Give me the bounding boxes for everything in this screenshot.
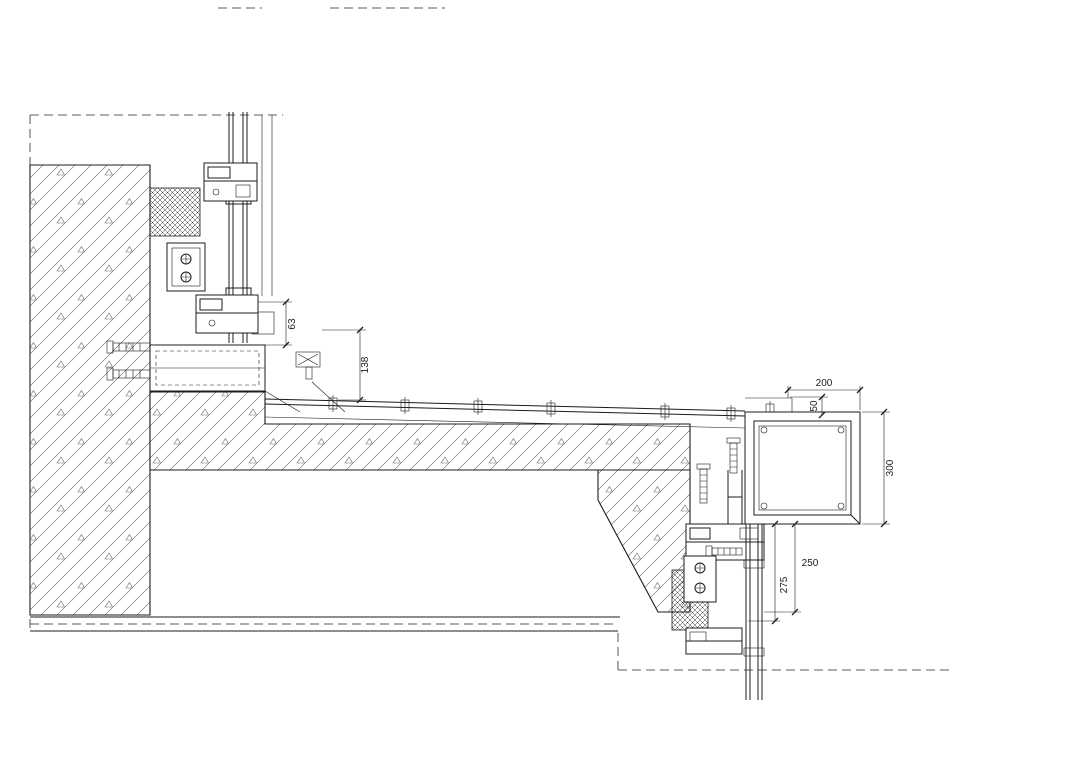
dimension-250: 250 bbox=[758, 520, 819, 616]
frame-sill-lower bbox=[685, 627, 743, 655]
dim-label-300: 300 bbox=[885, 459, 896, 476]
insulation-upper bbox=[149, 187, 201, 237]
anchor-bolt-left-1 bbox=[106, 340, 151, 354]
dim-label-275: 275 bbox=[779, 576, 790, 593]
concrete-wall-left bbox=[29, 164, 151, 616]
dimension-275: 275 bbox=[748, 520, 790, 625]
panel-fasteners bbox=[328, 395, 775, 422]
concrete-structure bbox=[29, 164, 691, 616]
ceiling-lines bbox=[30, 616, 620, 632]
dimension-138: 138 bbox=[322, 326, 371, 404]
interior-finish-lines bbox=[251, 115, 275, 335]
anchor-screw-vertical-1 bbox=[726, 437, 741, 474]
bracket-connector-lower bbox=[727, 470, 743, 524]
frame-head-upper bbox=[203, 162, 258, 202]
bracket-detail bbox=[295, 351, 346, 413]
fixing-channel bbox=[149, 344, 301, 413]
dim-label-200: 200 bbox=[816, 378, 833, 389]
anchor-plate-upper bbox=[166, 242, 206, 292]
anchor-bolt-left-2 bbox=[106, 367, 151, 381]
dimension-50: 50 bbox=[790, 393, 828, 419]
dim-label-50: 50 bbox=[809, 400, 820, 412]
dimension-63: 63 bbox=[258, 298, 298, 349]
mullion-lower bbox=[743, 524, 765, 700]
frame-head-lower bbox=[685, 523, 765, 561]
transom-profile-upper bbox=[195, 294, 259, 334]
concrete-slab-band bbox=[149, 391, 691, 471]
dim-label-138: 138 bbox=[360, 356, 371, 373]
anchor-screw-vertical-2 bbox=[696, 463, 711, 504]
dimension-200: 200 bbox=[784, 378, 864, 410]
dimension-300: 300 bbox=[862, 408, 896, 528]
cut-boundary-lines bbox=[29, 7, 950, 671]
dim-label-63: 63 bbox=[287, 318, 298, 330]
anchor-plate-lower bbox=[683, 555, 717, 603]
dim-label-250: 250 bbox=[802, 558, 819, 569]
perimeter-frame-box bbox=[744, 411, 861, 525]
